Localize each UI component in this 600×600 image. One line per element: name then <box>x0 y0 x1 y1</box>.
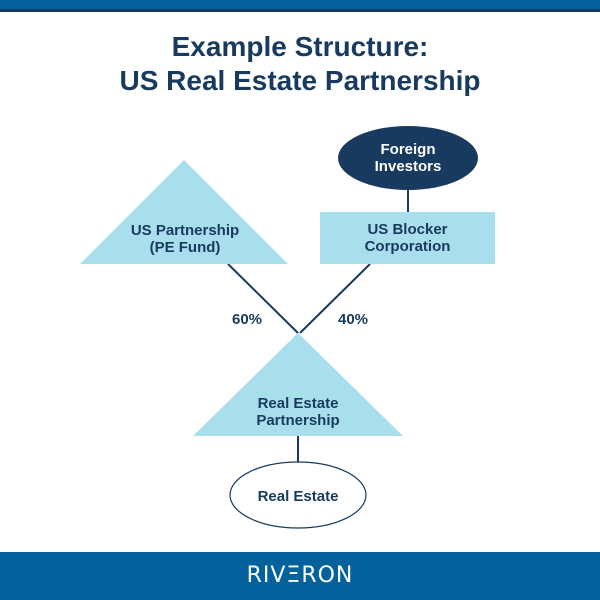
title-line-2: US Real Estate Partnership <box>119 65 481 96</box>
edge-us-blocker <box>299 263 371 334</box>
riveron-logo: RIVΞRON <box>246 563 354 588</box>
foreign-investors-label: Foreign Investors <box>338 141 478 175</box>
foreign-investors-line-2: Investors <box>374 158 442 175</box>
us-blocker-rectangle <box>320 212 495 264</box>
footer-bar <box>0 552 600 600</box>
re-partnership-line-2: Partnership <box>256 412 340 429</box>
us-partnership-line-2: (PE Fund) <box>149 239 221 256</box>
us-blocker-label: US Blocker Corporation <box>320 221 495 255</box>
real-estate-ellipse <box>229 461 367 529</box>
us-partnership-line-1: US Partnership <box>130 222 240 239</box>
edge-us-partnership <box>227 263 299 334</box>
re-partnership-triangle <box>193 333 403 436</box>
us-blocker-line-1: US Blocker <box>367 221 448 238</box>
us-partnership-triangle <box>80 160 288 264</box>
top-bar-accent <box>0 9 600 12</box>
foreign-investors-ellipse <box>338 126 478 190</box>
ownership-pct-left: 60% <box>231 311 263 328</box>
top-bar <box>0 0 600 9</box>
page-title: Example Structure: US Real Estate Partne… <box>0 30 600 98</box>
re-partnership-label: Real Estate Partnership <box>218 395 378 429</box>
re-partnership-line-1: Real Estate <box>257 395 339 412</box>
us-blocker-line-2: Corporation <box>364 238 451 255</box>
real-estate-label: Real Estate <box>257 488 339 505</box>
us-partnership-label: US Partnership (PE Fund) <box>90 222 280 256</box>
title-line-1: Example Structure: <box>171 31 429 62</box>
foreign-investors-line-1: Foreign <box>380 141 436 158</box>
ownership-pct-right: 40% <box>337 311 369 328</box>
